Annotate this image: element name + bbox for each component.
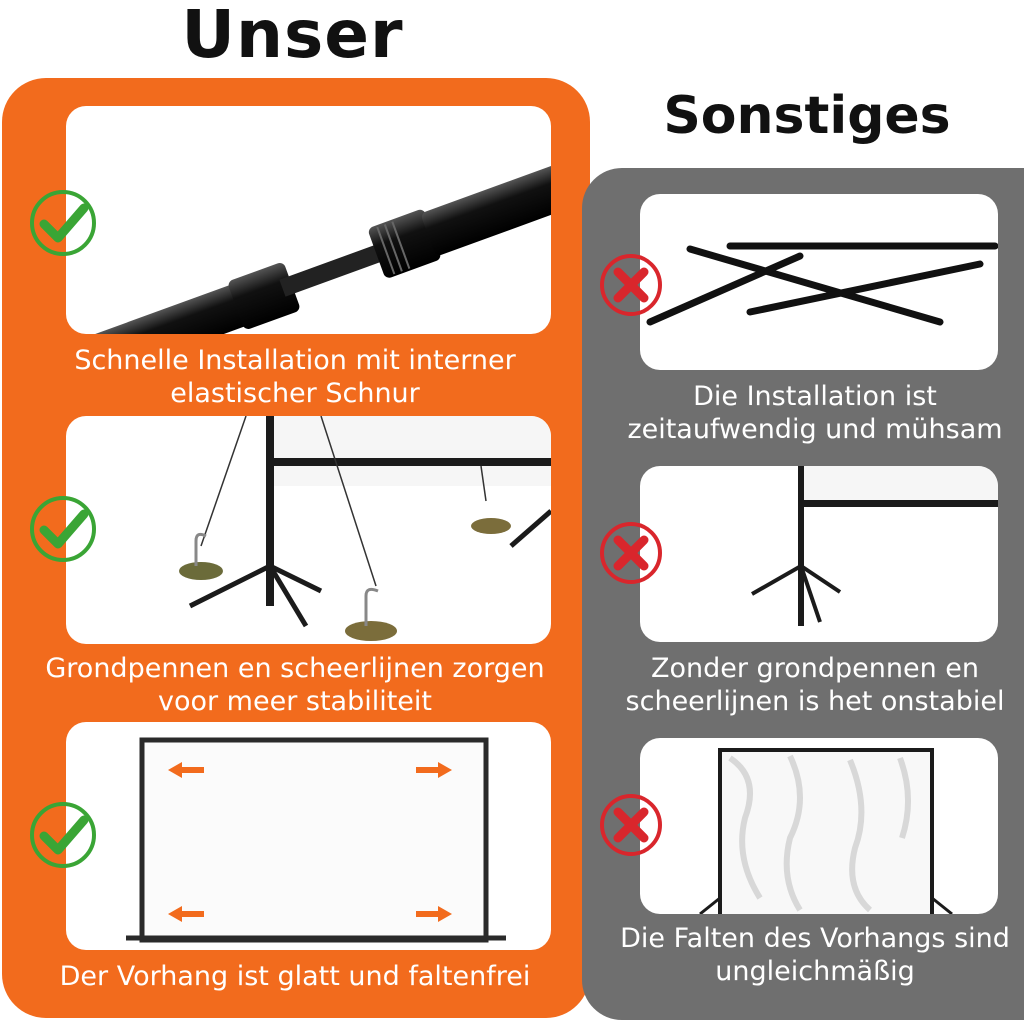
others-caption-3: Die Falten des Vorhangs sind ungleichmäß… [600, 922, 1024, 988]
others-image-wrinkled-curtain [640, 738, 998, 914]
check-icon [28, 188, 98, 258]
caption-line: zeitaufwendig und mühsam [627, 414, 1003, 445]
caption-line: scheerlijnen is het onstabiel [625, 686, 1005, 717]
cross-icon [596, 790, 666, 860]
caption-line: Zonder grondpennen en [651, 653, 979, 684]
caption-line: voor meer stabiliteit [157, 686, 433, 717]
ours-image-smooth-screen [66, 722, 551, 950]
caption-line: Die Falten des Vorhangs sind [620, 923, 1010, 954]
caption-line: Schnelle Installation mit interner [74, 345, 516, 376]
caption-line: ungleichmäßig [715, 956, 915, 987]
caption-line: elastischer Schnur [170, 378, 420, 409]
cross-icon [596, 518, 666, 588]
caption-line: Grondpennen en scheerlijnen zorgen [45, 653, 545, 684]
ours-title: Unser [181, 0, 404, 73]
ours-image-pole [66, 106, 551, 334]
check-icon [28, 800, 98, 870]
caption-line: Der Vorhang ist glatt und faltenfrei [59, 961, 531, 992]
caption-line: Die Installation ist [693, 381, 937, 412]
others-caption-1: Die Installation ist zeitaufwendig und m… [600, 380, 1024, 446]
ours-caption-3: Der Vorhang ist glatt und faltenfrei [10, 960, 580, 993]
ours-caption-1: Schnelle Installation mit interner elast… [20, 344, 570, 410]
ours-caption-2: Grondpennen en scheerlijnen zorgen voor … [10, 652, 580, 718]
check-icon [28, 494, 98, 564]
others-image-unstable-stand [640, 466, 998, 642]
others-caption-2: Zonder grondpennen en scheerlijnen is he… [600, 652, 1024, 718]
cross-icon [596, 250, 666, 320]
ours-image-stakes [66, 416, 551, 644]
others-title: Sonstiges [663, 86, 951, 146]
others-image-loose-poles [640, 194, 998, 370]
